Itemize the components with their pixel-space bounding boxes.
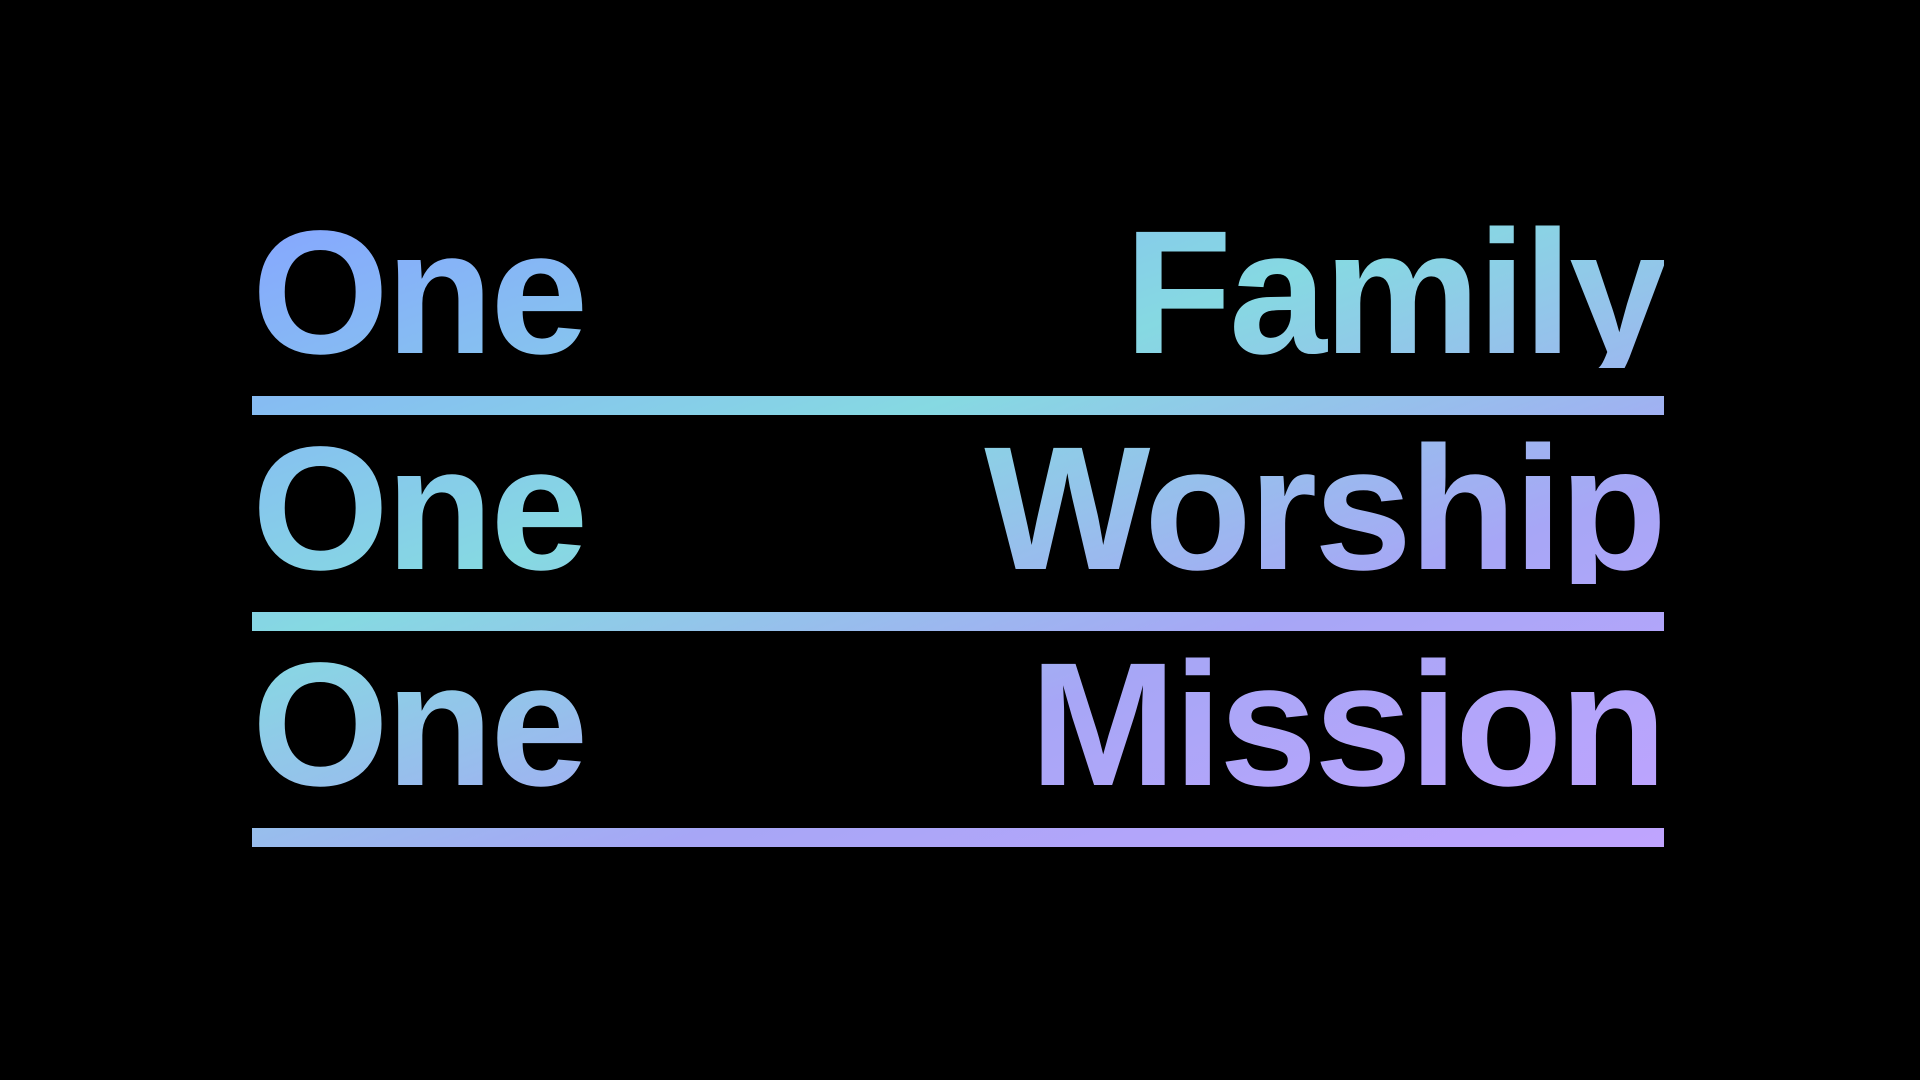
row-2-right-word: Worship — [984, 411, 1667, 607]
divider-rule-2 — [252, 612, 1664, 631]
divider-rule-3 — [252, 828, 1664, 847]
row-3-left-word: One — [252, 627, 588, 823]
motto-row-1: One Family — [252, 195, 1667, 391]
row-1-right-word: Family — [1124, 195, 1667, 391]
motto-row-3: One Mission — [252, 627, 1667, 823]
row-2-left-word: One — [252, 411, 588, 607]
motto-lockup: One Family One Worship One Mission — [252, 195, 1667, 849]
motto-row-2: One Worship — [252, 411, 1667, 607]
row-1-left-word: One — [252, 195, 588, 391]
row-3-right-word: Mission — [1029, 627, 1667, 823]
divider-rule-1 — [252, 396, 1664, 415]
